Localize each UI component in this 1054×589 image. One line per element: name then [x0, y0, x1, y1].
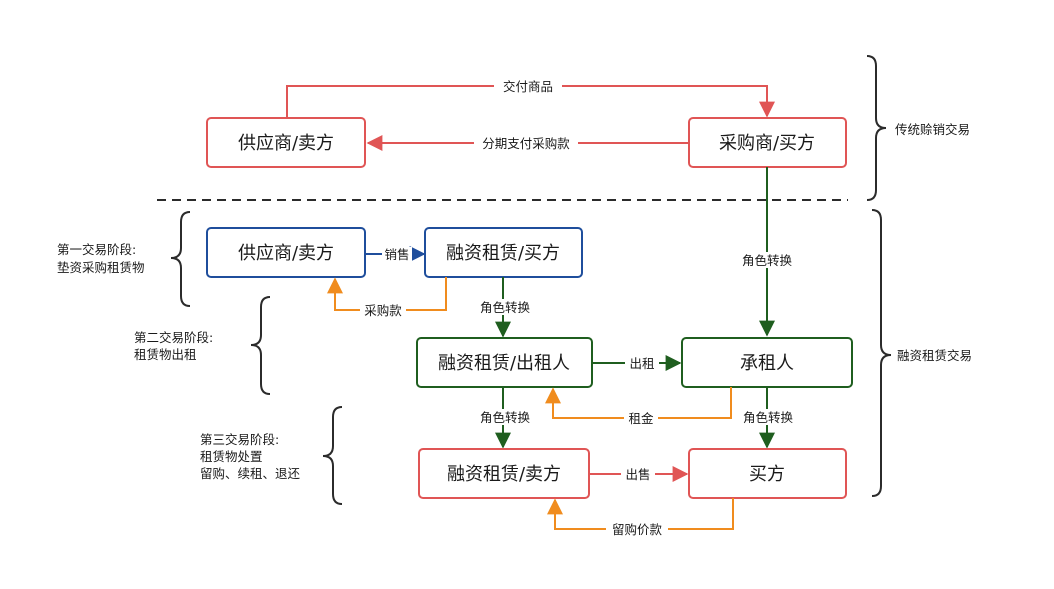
- edge-role-switch-2: 角色转换: [474, 387, 536, 449]
- node-label-buyer: 买方: [749, 464, 785, 485]
- edge-label-role-switch-right: 角色转换: [742, 253, 793, 268]
- node-supplier-mid[interactable]: 供应商/卖方: [206, 227, 366, 278]
- node-leasing-seller[interactable]: 融资租赁/卖方: [418, 448, 590, 499]
- stage3-desc-2: 留购、续租、退还: [200, 466, 301, 481]
- edge-label-installment-pay: 分期支付采购款: [482, 136, 570, 151]
- edge-rent: 租金: [545, 387, 732, 426]
- brace-leasing: [871, 209, 892, 497]
- node-buyer[interactable]: 买方: [688, 448, 847, 499]
- edge-label-sell: 出售: [625, 467, 650, 482]
- edge-label-sale: 销售: [384, 247, 409, 262]
- stage2-desc: 租赁物出租: [134, 347, 197, 362]
- edge-deliver-goods: 交付商品: [286, 78, 775, 118]
- edge-label-lease-out: 出租: [629, 356, 654, 371]
- edge-buyout-price: 留购价款: [547, 498, 734, 537]
- brace-traditional: [866, 55, 887, 201]
- brace-stage2: [250, 296, 271, 395]
- node-label-supplier-mid: 供应商/卖方: [238, 243, 334, 264]
- node-label-supplier-top: 供应商/卖方: [238, 133, 334, 154]
- node-supplier-top[interactable]: 供应商/卖方: [206, 117, 366, 168]
- edge-label-buyout-price: 留购价款: [612, 522, 663, 537]
- edge-label-role-switch-3: 角色转换: [743, 410, 794, 425]
- edge-purchase-payment: 采购款: [327, 277, 447, 318]
- brace-stage3: [322, 406, 343, 505]
- node-purchaser-top[interactable]: 采购商/买方: [688, 117, 847, 168]
- node-label-lessee: 承租人: [740, 353, 794, 374]
- edge-sell: 出售: [589, 466, 689, 482]
- edge-role-switch-1: 角色转换: [474, 277, 536, 338]
- node-leasing-buyer[interactable]: 融资租赁/买方: [424, 227, 583, 278]
- node-lessee[interactable]: 承租人: [681, 337, 853, 388]
- node-leasing-lessor[interactable]: 融资租赁/出租人: [416, 337, 593, 388]
- section-label-leasing: 融资租赁交易: [897, 348, 972, 363]
- edge-label-role-switch-2: 角色转换: [480, 410, 531, 425]
- node-label-leasing-seller: 融资租赁/卖方: [447, 464, 561, 485]
- node-label-leasing-lessor: 融资租赁/出租人: [438, 353, 570, 374]
- edge-role-switch-3: 角色转换: [736, 387, 798, 449]
- edge-sale: 销售: [365, 246, 426, 262]
- stage1-desc: 垫资采购租赁物: [57, 260, 145, 275]
- edge-lease-out: 出租: [592, 355, 682, 371]
- stage3-title: 第三交易阶段:: [200, 432, 279, 447]
- node-label-purchaser-top: 采购商/买方: [719, 133, 815, 154]
- stage1-title: 第一交易阶段:: [57, 242, 136, 257]
- edge-installment-pay: 分期支付采购款: [366, 135, 688, 151]
- stage2-title: 第二交易阶段:: [134, 330, 213, 345]
- edge-label-deliver-goods: 交付商品: [503, 79, 553, 94]
- brace-stage1: [170, 211, 191, 307]
- stage3-desc-1: 租赁物处置: [200, 449, 263, 464]
- edge-label-purchase-payment: 采购款: [364, 303, 402, 318]
- edge-label-role-switch-1: 角色转换: [480, 300, 531, 315]
- section-label-traditional: 传统赊销交易: [895, 122, 970, 137]
- node-label-leasing-buyer: 融资租赁/买方: [446, 243, 560, 264]
- edge-label-rent: 租金: [628, 411, 654, 426]
- edge-role-switch-right: 角色转换: [736, 167, 798, 337]
